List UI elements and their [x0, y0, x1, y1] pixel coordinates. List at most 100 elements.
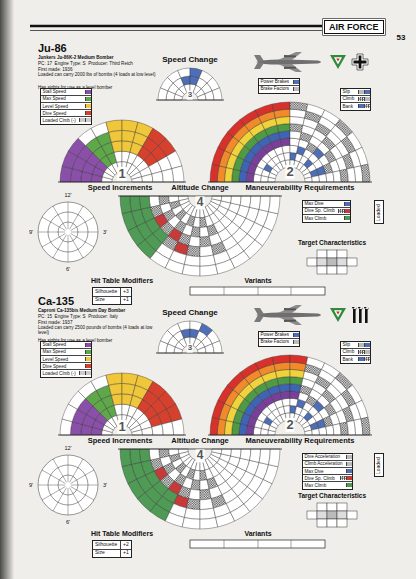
range-spoke — [71, 234, 94, 248]
range-spoke — [68, 488, 69, 515]
range-label: 9' — [29, 229, 33, 235]
target-cell — [337, 258, 347, 266]
gauge-cell — [130, 449, 141, 465]
gauge-cell — [269, 196, 280, 214]
table-row: Power Brakes — [259, 332, 299, 339]
gauge-cell — [200, 518, 218, 529]
gauge-cell — [189, 489, 200, 500]
chart-title: Maneuverability Requirements — [246, 184, 355, 192]
gauge-cell — [200, 255, 216, 266]
aircraft-silhouette — [254, 52, 321, 72]
range-spoke — [53, 206, 67, 229]
swatch-group — [358, 97, 370, 101]
swatch-group — [346, 462, 352, 466]
target-cell — [307, 511, 317, 519]
swatch-group — [79, 118, 91, 122]
gauge-cell — [152, 171, 163, 182]
gauge-cell — [182, 518, 200, 529]
gauge-cell — [306, 104, 325, 116]
gauge-cell — [290, 131, 301, 139]
color-swatch — [85, 104, 91, 108]
table-row: Loaded Clmb (-) — [41, 370, 91, 376]
header-rule — [30, 30, 322, 31]
table-row: Dive Speed — [41, 110, 91, 117]
modifier-cell: Size — [93, 550, 120, 558]
gauge-cell — [178, 321, 190, 331]
range-spoke — [42, 487, 65, 501]
row-label: Loaded Clmb (-) — [43, 118, 76, 123]
row-label: Slip — [343, 89, 351, 94]
gauge-cell — [139, 196, 150, 209]
gauge-cell — [290, 355, 308, 364]
variants-box — [190, 540, 325, 548]
gauge-cell — [106, 373, 122, 385]
gauge-chart — [118, 196, 282, 276]
row-label: Brake Factors — [261, 339, 290, 344]
swatch-group — [293, 87, 299, 91]
swatch-group — [358, 90, 370, 94]
gauge-base — [156, 100, 224, 101]
swatch-group — [85, 343, 91, 347]
color-swatch — [344, 209, 350, 213]
chart-title: Speed Increments — [88, 437, 153, 445]
table-row: Level Speed — [41, 103, 91, 110]
national-insignia — [330, 55, 346, 69]
section-title: Target Characteristics — [298, 492, 366, 499]
gauge-cell — [269, 449, 280, 467]
gauge-cell — [193, 470, 200, 480]
gauge-cell — [333, 424, 341, 435]
color-swatch — [85, 350, 91, 354]
target-cell — [317, 258, 327, 266]
gauge-chart — [208, 102, 372, 182]
range-spoke — [71, 217, 94, 231]
header-rule — [30, 25, 322, 27]
gauge-cell — [184, 255, 200, 266]
national-insignia — [352, 54, 368, 70]
gauge-base — [208, 435, 372, 436]
swatch-group — [358, 104, 370, 108]
gauge-cell — [200, 246, 213, 257]
gauge-cell — [232, 169, 241, 182]
hit-table: Silhouette+3Size+1 — [92, 287, 132, 305]
color-swatch — [293, 333, 299, 337]
swatch-group — [79, 371, 91, 375]
gauge-cell — [165, 259, 184, 274]
range-spoke — [71, 470, 94, 484]
gauge-cell — [283, 153, 290, 161]
gauge-cell — [277, 377, 290, 386]
gauge-cell — [162, 169, 174, 182]
brake-table: Power BrakesBrake Factors — [258, 78, 300, 94]
gauge-cell — [91, 375, 109, 390]
gauge-cell — [184, 508, 200, 519]
row-label: Climb Acceleration — [305, 461, 343, 466]
gauge-cell — [191, 480, 200, 491]
chart-title: Altitude Change — [171, 184, 229, 192]
gauge-cell — [111, 141, 122, 152]
table-row: Climb Acceleration — [303, 461, 352, 468]
gauge-cell — [212, 88, 222, 100]
gauge-cell — [347, 385, 362, 403]
gauge-cell — [193, 217, 200, 227]
gauge-cell — [142, 427, 153, 435]
table-row: Bank — [341, 356, 370, 362]
target-cell — [327, 511, 337, 519]
range-ring — [38, 455, 98, 515]
table-row: Max Dive — [303, 468, 352, 475]
swatch-group — [85, 364, 91, 368]
color-swatch — [293, 80, 299, 84]
gauge-chart — [156, 68, 224, 100]
gauge-chart — [118, 449, 282, 529]
swatch-group — [346, 455, 352, 459]
swatch-group — [85, 90, 91, 94]
gauge-cell — [250, 449, 261, 462]
table-row: Climb — [341, 349, 370, 356]
table-row: Max Speed — [41, 96, 91, 103]
aircraft-name: Ju-86 — [38, 42, 67, 54]
target-cell — [317, 250, 327, 258]
gauge-cell — [305, 177, 313, 182]
target-cell — [327, 250, 337, 258]
range-spoke — [42, 470, 65, 484]
swatch-group — [85, 357, 91, 361]
gauge-cell — [200, 499, 213, 510]
range-spoke — [53, 235, 67, 258]
